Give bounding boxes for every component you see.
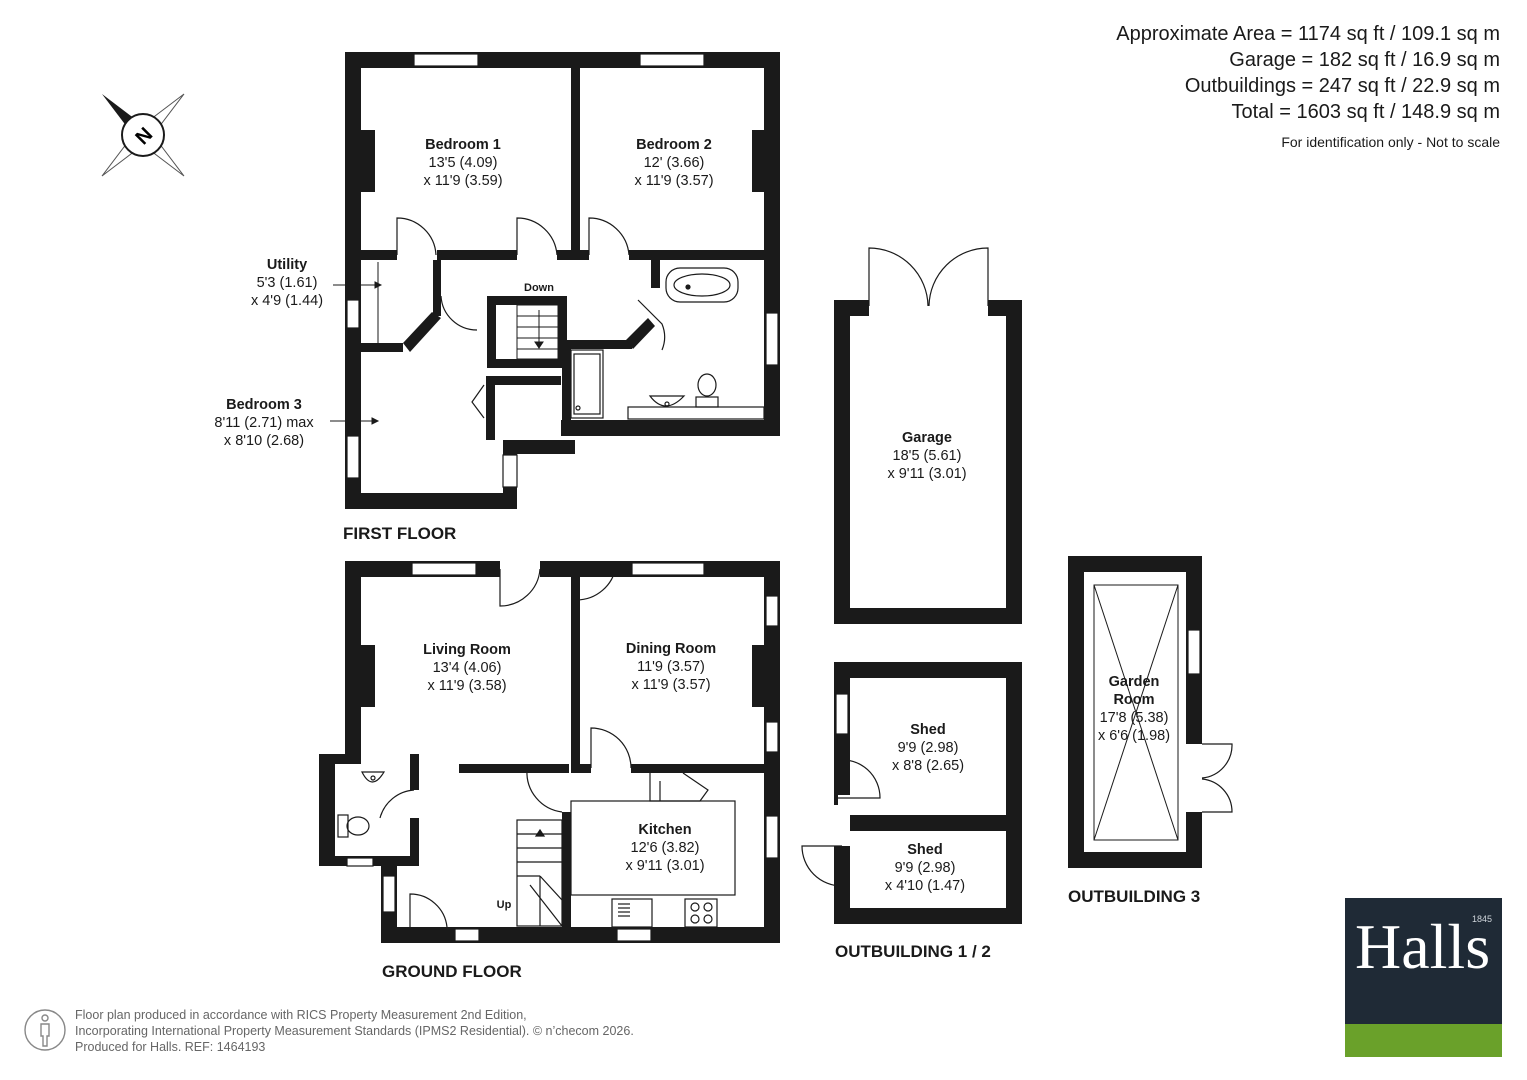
room-label-living-room: Living Room 13'4 (4.06) x 11'9 (3.58)	[423, 642, 511, 694]
footer-line-1: Floor plan produced in accordance with R…	[75, 1008, 527, 1022]
utility-angled-wall	[403, 312, 441, 352]
first-floor-stairs	[516, 304, 559, 360]
person-icon	[24, 1009, 66, 1051]
garage-doors	[868, 247, 989, 307]
outbuilding-3-walls	[1068, 556, 1202, 868]
footer-line-2: Incorporating International Property Mea…	[75, 1024, 634, 1038]
room-label-kitchen: Kitchen 12'6 (3.82) x 9'11 (3.01)	[625, 822, 705, 874]
ground-floor-fittings	[337, 771, 736, 928]
room-label-shed-2: Shed 9'9 (2.98) x 4'10 (1.47)	[884, 842, 966, 894]
chimney-breasts-ground	[361, 645, 764, 707]
room-label-dining-room: Dining Room 11'9 (3.57) x 11'9 (3.57)	[625, 641, 717, 693]
identification-note: For identification only - Not to scale	[1281, 134, 1500, 150]
ground-floor-windows	[346, 562, 779, 942]
first-floor-title: FIRST FLOOR	[343, 524, 457, 543]
outbuilding-1-2-title: OUTBUILDING 1 / 2	[835, 942, 991, 961]
room-label-garden-room: Garden Room 17'8 (5.38) x 6'6 (1.98)	[1097, 674, 1171, 744]
outbuilding-3-fittings	[1093, 584, 1179, 841]
outbuilding-3-windows	[1187, 629, 1201, 675]
room-label-utility: Utility 5'3 (1.61) x 4'9 (1.44)	[250, 257, 324, 309]
outbuilding-1-2-doors	[801, 759, 881, 887]
room-label-bedroom-3: Bedroom 3 8'11 (2.71) max x 8'10 (2.68)	[214, 397, 314, 449]
logo-green-bar	[1345, 1024, 1502, 1057]
area-summary: Approximate Area = 1174 sq ft / 109.1 sq…	[1116, 21, 1500, 155]
room-label-bedroom-1: Bedroom 1 13'5 (4.09) x 11'9 (3.59)	[423, 137, 503, 189]
garage-area: Garage = 182 sq ft / 16.9 sq m	[1229, 49, 1500, 71]
footer-line-3: Produced for Halls. REF: 1464193	[75, 1040, 266, 1054]
room-label-bedroom-2: Bedroom 2 12' (3.66) x 11'9 (3.57)	[634, 137, 714, 189]
outbuilding-3-doors	[1201, 743, 1233, 813]
label-pointers	[330, 262, 383, 425]
room-label-garage: Garage 18'5 (5.61) x 9'11 (3.01)	[887, 430, 967, 482]
outbuilding-1-2-windows	[835, 693, 849, 735]
ground-floor-title: GROUND FLOOR	[382, 962, 522, 981]
stairs-down-label: Down	[524, 282, 554, 294]
bath-angled-wall	[626, 318, 655, 349]
first-floor-doors	[396, 217, 666, 419]
total-area: Total = 1603 sq ft / 148.9 sq m	[1231, 101, 1501, 123]
approx-area: Approximate Area = 1174 sq ft / 109.1 sq…	[1116, 23, 1500, 45]
first-floor-walls	[345, 52, 780, 509]
logo-word: Halls	[1355, 911, 1491, 982]
north-compass-icon	[101, 93, 185, 177]
first-floor-windows	[346, 53, 779, 488]
outbuildings-area: Outbuildings = 247 sq ft / 22.9 sq m	[1184, 75, 1500, 97]
ground-floor-doors	[379, 565, 632, 928]
outbuilding-1-2-walls	[834, 662, 1022, 924]
bathroom-fittings	[570, 267, 765, 420]
chimney-breasts-first	[361, 130, 764, 192]
logo-year: 1845	[1471, 914, 1492, 924]
footer-notes: Floor plan produced in accordance with R…	[75, 1007, 634, 1055]
room-label-shed-1: Shed 9'9 (2.98) x 8'8 (2.65)	[891, 722, 965, 774]
stairs-up-label: Up	[496, 899, 512, 911]
halls-logo: Halls 1845	[1345, 898, 1502, 1057]
outbuilding-3-title: OUTBUILDING 3	[1068, 887, 1201, 906]
garage-walls	[834, 300, 1022, 624]
